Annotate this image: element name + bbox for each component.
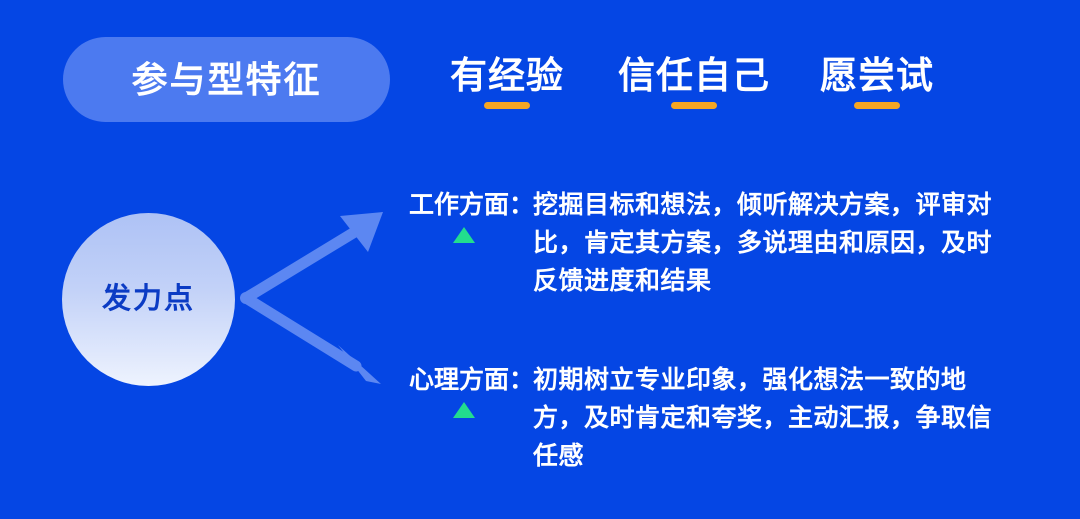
branch-label-wrap-psychology: 心理方面：	[409, 361, 535, 418]
trait-tag-2-underline	[854, 101, 900, 109]
trait-tag-0-label: 有经验	[450, 55, 564, 96]
arrow-line-top	[240, 224, 364, 304]
trait-tag-2-label: 愿尝试	[820, 55, 934, 96]
arrow-head-top	[340, 212, 383, 252]
trait-tag-0[interactable]: 有经验	[450, 55, 564, 109]
trait-tag-1[interactable]: 信任自己	[618, 55, 770, 109]
branch-body-psychology: 初期树立专业印象，强化想法一致的地方，及时肯定和夸奖，主动汇报，争取信任感	[533, 366, 993, 470]
category-pill-label: 参与型特征	[131, 58, 322, 100]
branch-body-work: 挖掘目标和想法，倾听解决方案，评审对比，肯定其方案，多说理由和原因，及时反馈进度…	[533, 191, 993, 295]
branch-block-psychology: 心理方面： 初期树立专业印象，强化想法一致的地方，及时肯定和夸奖，主动汇报，争取…	[409, 361, 1009, 475]
triangle-marker-icon	[453, 227, 475, 243]
focus-point-label: 发力点	[101, 283, 195, 315]
branch-label-wrap-work: 工作方面：	[409, 186, 535, 243]
branch-label-psychology: 心理方面：	[409, 366, 535, 394]
trait-tag-2[interactable]: 愿尝试	[820, 55, 934, 109]
focus-point-circle[interactable]: 发力点	[62, 213, 235, 386]
branch-label-work: 工作方面：	[409, 191, 535, 219]
category-pill[interactable]: 参与型特征	[63, 37, 390, 122]
trait-tag-0-underline	[484, 101, 530, 109]
triangle-marker-icon	[453, 402, 475, 418]
arrow-head-bottom	[338, 345, 381, 384]
arrow-line-bottom	[240, 292, 362, 372]
branch-block-work: 工作方面： 挖掘目标和想法，倾听解决方案，评审对比，肯定其方案，多说理由和原因，…	[409, 186, 1009, 300]
trait-tag-1-underline	[671, 101, 717, 109]
trait-tag-1-label: 信任自己	[618, 55, 770, 96]
